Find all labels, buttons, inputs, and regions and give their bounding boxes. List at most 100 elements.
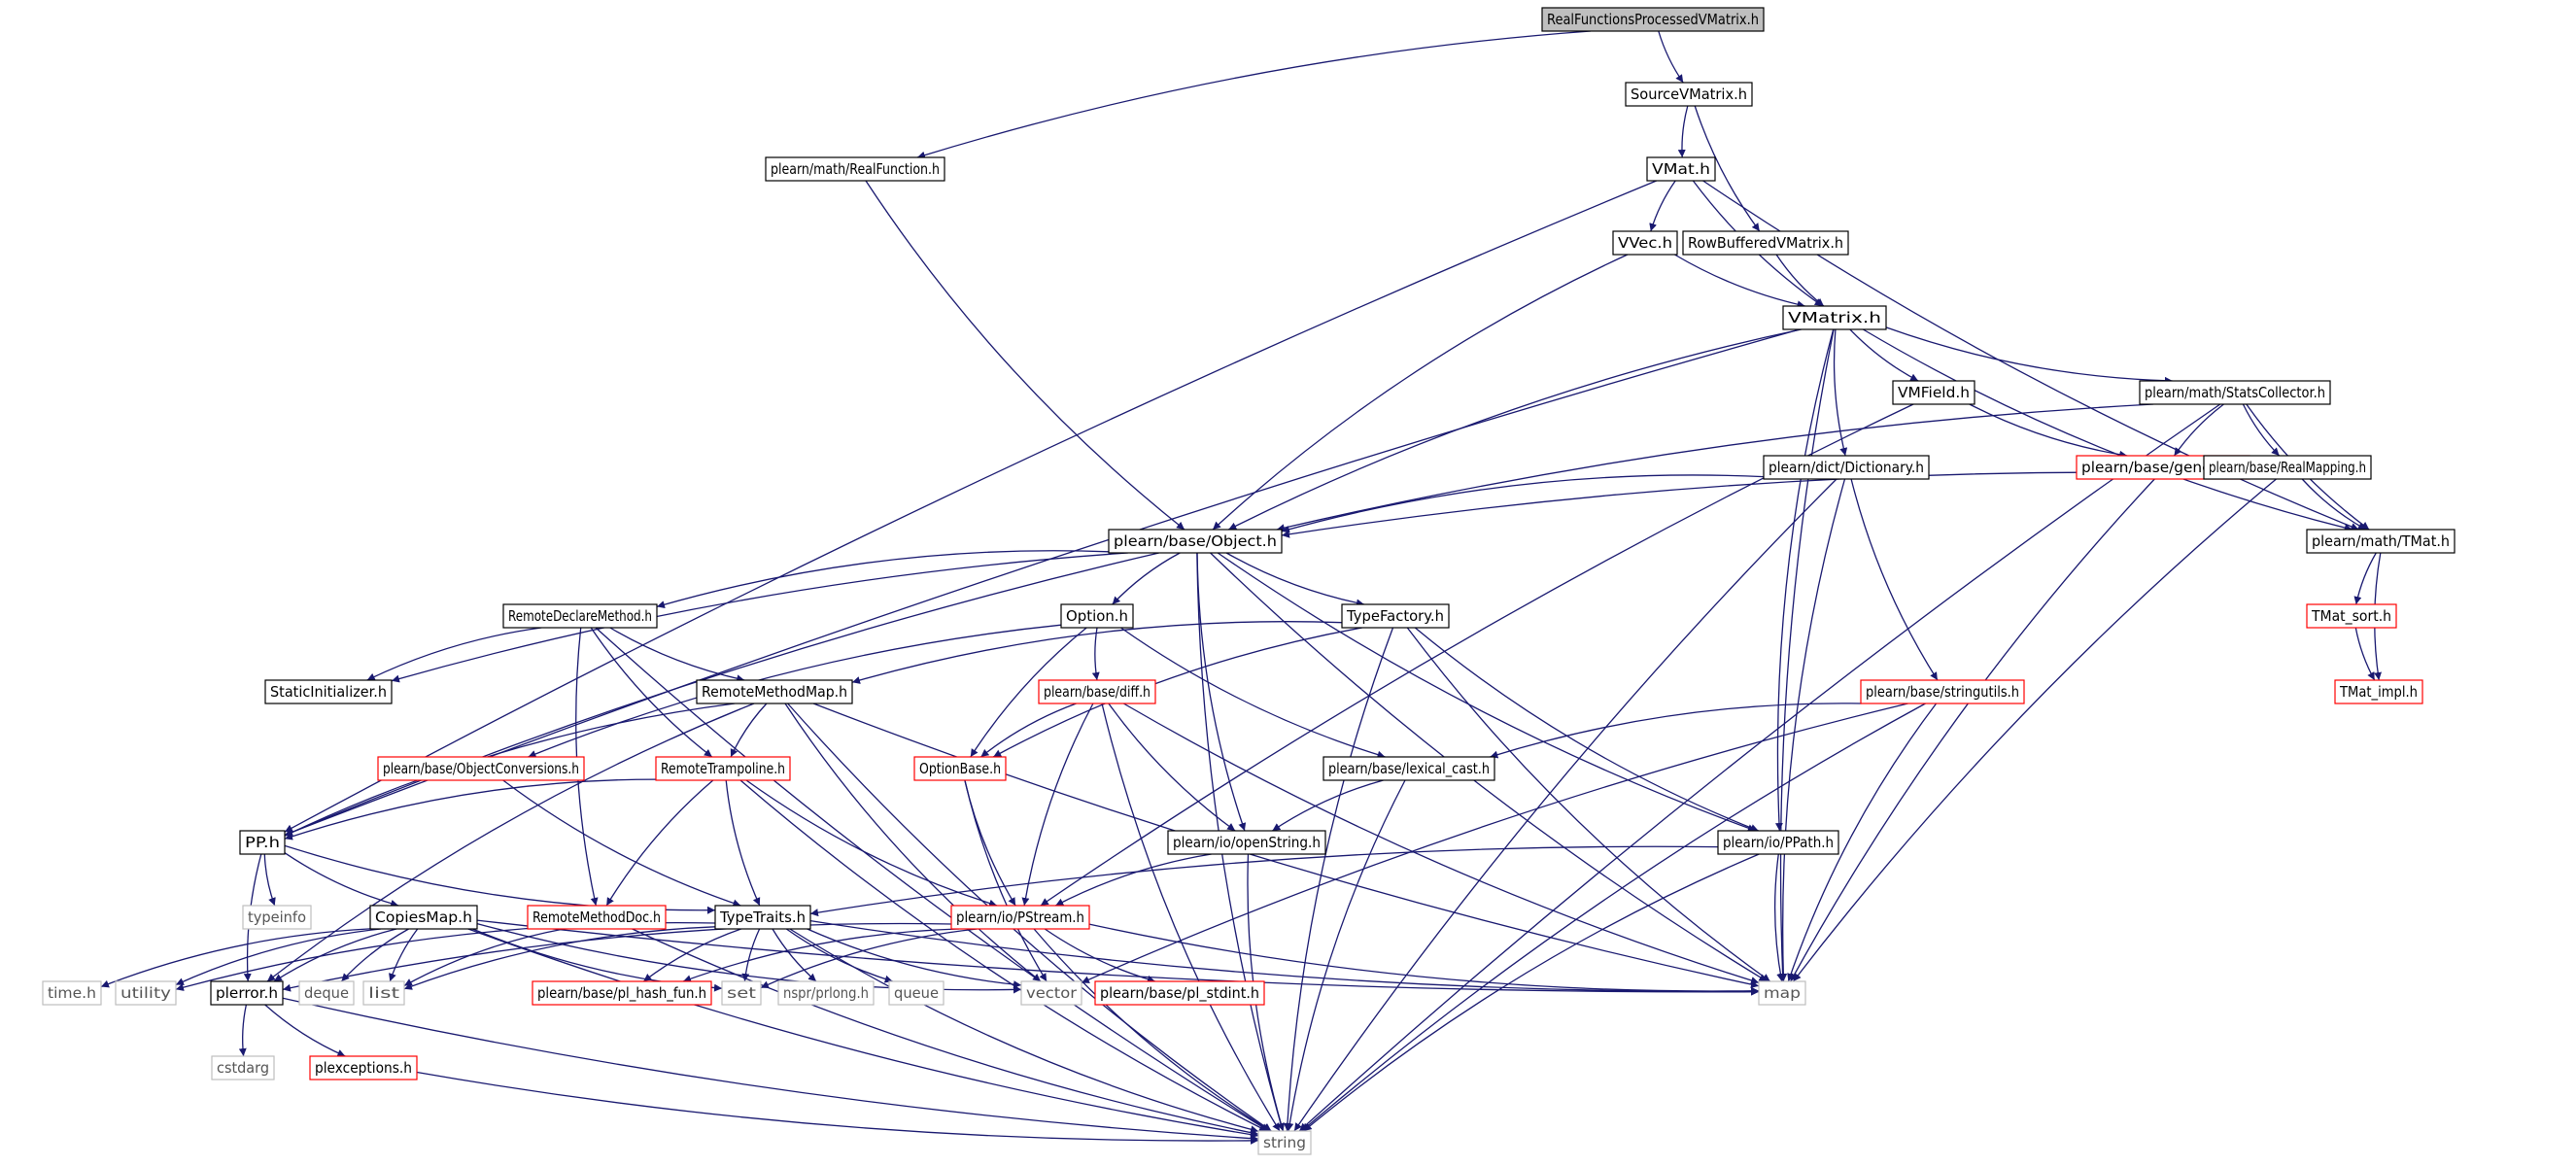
node-label-realfunc: plearn/math/RealFunction.h	[771, 160, 940, 178]
node-optionbase[interactable]: OptionBase.h	[913, 756, 1007, 781]
edge-dict-to-string	[1293, 478, 1838, 1132]
node-box-option	[1060, 603, 1134, 629]
edge-remdecl-to-remmethodmap	[609, 627, 745, 683]
edge-rowbuf-to-vmatrix	[1775, 254, 1825, 307]
edge-copiesmap-to-list	[389, 928, 419, 982]
edge-typetraits-to-list	[403, 926, 716, 990]
edge-remdecl-to-string	[595, 627, 1270, 1132]
node-objconv[interactable]: plearn/base/ObjectConversions.h	[377, 756, 585, 781]
node-box-queue	[888, 980, 945, 1006]
edge-typefactory-to-map	[1406, 627, 1771, 982]
edge-remtramp-to-pstream	[745, 779, 998, 908]
node-vmatrix[interactable]: VMatrix.h	[1782, 305, 1887, 330]
node-box-remtramp	[655, 756, 791, 781]
node-vmfield[interactable]: VMField.h	[1892, 380, 1975, 405]
edge-vmat-to-vvec	[1649, 180, 1676, 232]
edge-remmethodmap-to-map	[812, 703, 1760, 989]
edge-dict-to-stringutils	[1850, 478, 1939, 681]
node-cstdarg: cstdarg	[211, 1055, 275, 1080]
node-label-realmap: plearn/base/RealMapping.h	[2209, 459, 2366, 476]
node-lexcast[interactable]: plearn/base/lexical_cast.h	[1322, 756, 1495, 781]
edge-remtramp-to-remmethoddoc	[605, 779, 714, 907]
node-remtramp[interactable]: RemoteTrampoline.h	[655, 756, 791, 781]
edge-pstream-to-string	[1033, 928, 1272, 1132]
node-stringutils[interactable]: plearn/base/stringutils.h	[1860, 679, 2025, 704]
node-label-source: SourceVMatrix.h	[1631, 86, 1747, 103]
node-box-vector	[1020, 980, 1082, 1006]
node-vvec[interactable]: VVec.h	[1612, 230, 1678, 256]
node-source[interactable]: SourceVMatrix.h	[1625, 82, 1753, 107]
node-label-objconv: plearn/base/ObjectConversions.h	[383, 760, 579, 777]
node-label-prlong: nspr/prlong.h	[783, 984, 869, 1002]
edge-remtramp-to-typetraits	[725, 779, 761, 907]
node-plerror[interactable]: plerror.h	[210, 980, 284, 1006]
node-typefactory[interactable]: TypeFactory.h	[1341, 603, 1450, 629]
node-tmat[interactable]: plearn/math/TMat.h	[2306, 529, 2456, 554]
node-vmat[interactable]: VMat.h	[1646, 156, 1716, 182]
node-option[interactable]: Option.h	[1060, 603, 1134, 629]
edge-remtramp-to-string	[739, 779, 1268, 1132]
node-root[interactable]: RealFunctionsProcessedVMatrix.h	[1541, 7, 1765, 32]
edge-vmatrix-to-ppath	[1774, 328, 1835, 832]
node-label-stats: plearn/math/StatsCollector.h	[2145, 384, 2325, 401]
node-tmatsort[interactable]: TMat_sort.h	[2306, 603, 2397, 629]
node-realmap[interactable]: plearn/base/RealMapping.h	[2203, 455, 2372, 480]
edge-copiesmap-to-deque	[340, 928, 409, 982]
edge-copiesmap-to-utility	[175, 928, 382, 986]
node-label-deque: deque	[304, 984, 349, 1002]
edge-object-to-option	[1112, 552, 1181, 605]
node-pstream[interactable]: plearn/io/PStream.h	[950, 905, 1090, 930]
edge-vmatrix-to-map	[1778, 328, 1835, 982]
node-label-typeinfo: typeinfo	[248, 909, 306, 926]
node-remmethodmap[interactable]: RemoteMethodMap.h	[696, 679, 853, 704]
node-box-ppath	[1717, 830, 1839, 855]
node-openstring[interactable]: plearn/io/openString.h	[1167, 830, 1326, 855]
node-pp[interactable]: PP.h	[239, 830, 286, 855]
node-stats[interactable]: plearn/math/StatsCollector.h	[2139, 380, 2331, 405]
node-hashfun[interactable]: plearn/base/pl_hash_fun.h	[532, 980, 712, 1006]
node-copiesmap[interactable]: CopiesMap.h	[369, 905, 478, 930]
node-box-tmatimpl	[2334, 679, 2423, 704]
node-box-remdecl	[502, 603, 658, 629]
edge-copiesmap-to-timeh	[100, 928, 371, 988]
edge-stats-to-object	[1276, 403, 2154, 532]
node-object[interactable]: plearn/base/Object.h	[1108, 529, 1283, 554]
node-label-root: RealFunctionsProcessedVMatrix.h	[1547, 11, 1759, 28]
edge-typetraits-to-vector	[807, 928, 1022, 989]
node-set: set	[721, 980, 762, 1006]
node-label-vmatrix: VMatrix.h	[1788, 309, 1881, 326]
edge-source-to-rowbuf	[1694, 105, 1761, 232]
node-label-plerror: plerror.h	[216, 984, 278, 1002]
edge-plerror-to-cstdarg	[238, 1004, 248, 1057]
node-rowbuf[interactable]: RowBufferedVMatrix.h	[1682, 230, 1849, 256]
edge-stats-to-realmap	[2242, 403, 2281, 457]
node-diff[interactable]: plearn/base/diff.h	[1038, 679, 1156, 704]
node-tmatimpl[interactable]: TMat_impl.h	[2334, 679, 2423, 704]
node-ppath[interactable]: plearn/io/PPath.h	[1717, 830, 1839, 855]
edge-pstream-to-set	[760, 928, 978, 989]
node-box-realfunc	[765, 156, 945, 182]
node-plexceptions[interactable]: plexceptions.h	[309, 1055, 418, 1080]
node-realfunc[interactable]: plearn/math/RealFunction.h	[765, 156, 945, 182]
edge-remmethoddoc-to-string	[632, 928, 1259, 1137]
node-utility: utility	[115, 980, 177, 1006]
node-box-pp	[239, 830, 286, 855]
node-label-hashfun: plearn/base/pl_hash_fun.h	[537, 984, 706, 1003]
node-typetraits[interactable]: TypeTraits.h	[714, 905, 811, 930]
node-box-vmfield	[1892, 380, 1975, 405]
edge-ppath-to-typetraits	[809, 845, 1719, 917]
edge-plerror-to-plexceptions	[264, 1004, 346, 1057]
node-dict[interactable]: plearn/dict/Dictionary.h	[1763, 455, 1930, 480]
node-box-string	[1257, 1130, 1312, 1155]
edge-remmethodmap-to-remtramp	[730, 703, 768, 758]
node-remdecl[interactable]: RemoteDeclareMethod.h	[502, 603, 658, 629]
node-staticinit[interactable]: StaticInitializer.h	[264, 679, 393, 704]
node-stdint[interactable]: plearn/base/pl_stdint.h	[1094, 980, 1265, 1006]
node-label-timeh: time.h	[48, 984, 96, 1002]
edge-source-to-vmat	[1677, 105, 1689, 158]
node-box-deque	[298, 980, 355, 1006]
node-remmethoddoc[interactable]: RemoteMethodDoc.h	[527, 905, 667, 930]
edge-realmap-to-map	[1792, 478, 2277, 982]
node-box-timeh	[42, 980, 102, 1006]
node-label-string: string	[1263, 1134, 1306, 1151]
